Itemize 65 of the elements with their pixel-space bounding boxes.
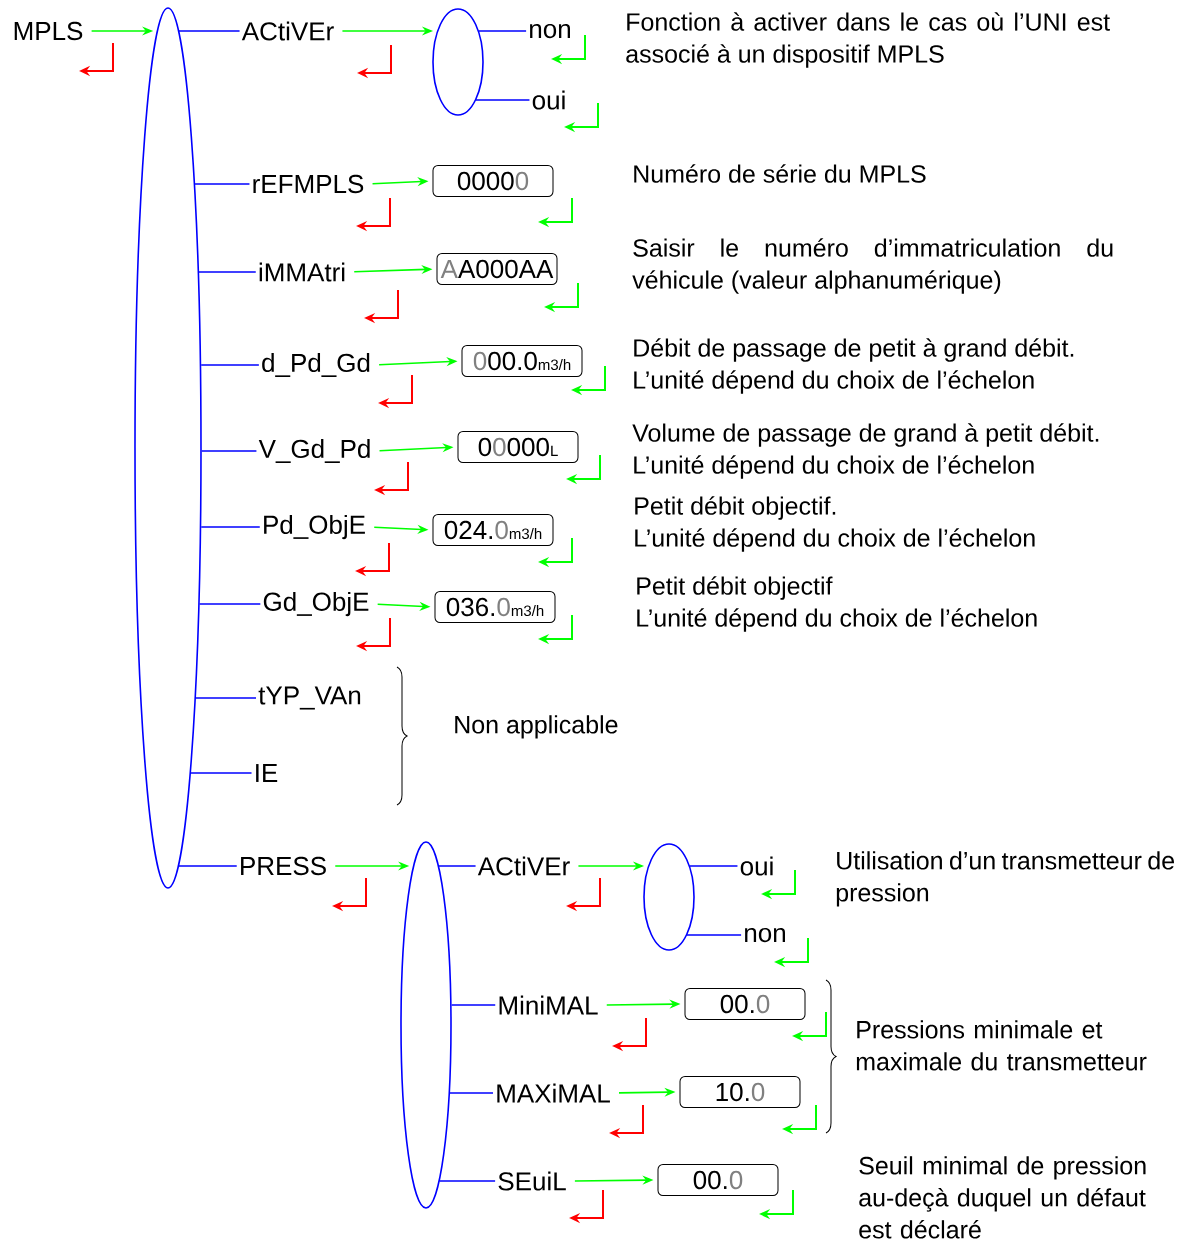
branch-line	[686, 934, 742, 936]
value-field: 00.0	[684, 988, 806, 1020]
description-text: L’unité dépend du choix de l’échelon	[635, 528, 1035, 552]
description-text: Petit débit objectif.	[635, 496, 836, 520]
menu-item: d_Pd_Gd	[262, 353, 370, 377]
menu-item: Pd_ObjE	[264, 514, 365, 540]
description-text: Non applicable	[455, 715, 618, 739]
value-field: 00000L	[457, 431, 579, 463]
menu-item: Gd_ObjE	[263, 591, 369, 617]
selection-ellipse	[134, 7, 202, 889]
description-text: Numéro de série du MPLS	[634, 164, 926, 183]
description-text: L’unité dépend du choix de l’échelon	[634, 370, 1034, 394]
selection-ellipse	[400, 841, 452, 1209]
description-text: Petit débit objectif	[637, 576, 833, 600]
branch-line	[450, 1004, 497, 1006]
description-text: Fonction à activer dans le cas où l’UNI est associé à un dispositif MPLS	[626, 12, 1110, 68]
menu-item: non	[530, 23, 570, 39]
description-text: L’unité dépend du choix de l’échelon	[634, 455, 1034, 479]
menu-item: tYP_VAn	[258, 686, 361, 710]
description-text: L’unité dépend du choix de l’échelon	[637, 608, 1037, 632]
branch-line	[437, 865, 477, 867]
description-text: Utilisation d’un transmetteur de pression	[836, 851, 1174, 907]
branch-line	[194, 183, 251, 185]
menu-item: oui	[532, 90, 565, 110]
menu-item: oui	[740, 856, 773, 876]
menu-item: IE	[256, 764, 278, 782]
value-field: 000.0m3/h	[461, 345, 583, 377]
menu-item: MAXiMAL	[497, 1083, 610, 1103]
menu-item: SEuiL	[498, 1171, 566, 1191]
menu-item: MPLS	[14, 21, 83, 41]
branch-line	[198, 271, 257, 273]
branch-line	[478, 30, 527, 32]
menu-item: non	[745, 927, 785, 943]
menu-item: PRESS	[241, 856, 326, 876]
branch-line	[178, 30, 241, 32]
menu-item: ACtiVEr	[241, 21, 334, 41]
description-text: Saisir le numéro d’immatriculation du véhicule (valeur alphanumérique)	[632, 238, 1113, 294]
description-text: Volume de passage de grand à petit débit.	[632, 423, 1099, 447]
branch-line	[689, 865, 739, 867]
branch-line	[190, 772, 253, 774]
branch-line	[200, 364, 260, 366]
menu-item: rEFMPLS	[253, 174, 364, 194]
branch-line	[449, 1092, 494, 1094]
selection-ellipse	[432, 8, 484, 116]
description-text: Pressions minimale et maximale du transmetteur	[856, 1020, 1147, 1071]
value-field: 024.0m3/h	[432, 514, 554, 546]
branch-line	[198, 603, 262, 605]
value-field: 00.0	[657, 1164, 779, 1196]
branch-line	[201, 450, 258, 452]
description-text: Débit de passage de petit à grand débit.	[634, 338, 1074, 362]
menu-item: iMMAtri	[259, 262, 345, 282]
menu-item: V_Gd_Pd	[258, 439, 370, 463]
branch-line	[200, 526, 261, 528]
menu-item: MiniMAL	[499, 995, 598, 1015]
value-field: 036.0m3/h	[434, 591, 556, 623]
branch-line	[438, 1180, 496, 1182]
value-field: 10.0	[679, 1076, 801, 1108]
menu-item: ACtiVEr	[477, 856, 570, 876]
value-field: 00000	[432, 165, 554, 197]
branch-line	[195, 697, 257, 699]
selection-ellipse	[643, 843, 695, 951]
value-field: AA000AA	[436, 253, 558, 285]
description-text: Seuil minimal de pression au-deçà duquel un défaut est déclaré	[859, 1156, 1146, 1239]
branch-line	[475, 99, 531, 101]
branch-line	[177, 865, 238, 867]
